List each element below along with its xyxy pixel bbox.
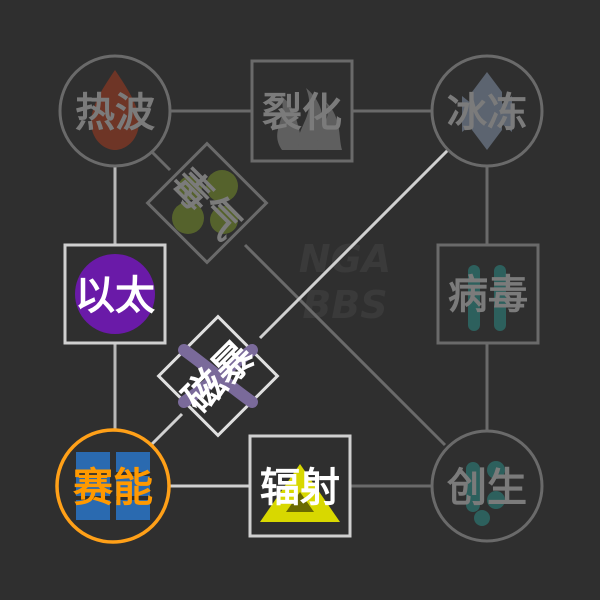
- link-toxic-genesis: [243, 243, 447, 447]
- watermark-line-2: BBS: [302, 283, 387, 327]
- watermark: NGA BBS: [299, 237, 391, 327]
- flame-wisps-icon: [277, 88, 342, 150]
- node-radiation-label: 辐射: [260, 465, 340, 511]
- ether-circle-icon: [75, 254, 155, 334]
- node-virus-frame: [436, 243, 540, 345]
- node-heatwave[interactable]: 热波: [58, 54, 172, 168]
- node-ether[interactable]: 以太: [63, 243, 167, 345]
- node-synergy-label: 赛能: [73, 465, 153, 511]
- node-fission[interactable]: 裂化: [250, 59, 354, 163]
- virus-bars-icon: [468, 265, 506, 331]
- node-genesis-frame: [430, 429, 544, 543]
- node-genesis-label: 创生: [447, 465, 527, 511]
- node-toxic-gas-frame: [145, 141, 269, 265]
- node-freeze[interactable]: 冰冻: [430, 54, 544, 168]
- node-heatwave-label: 热波: [75, 90, 155, 136]
- droplet-flame-icon: [91, 70, 139, 150]
- connection-lines: [113, 109, 489, 488]
- link-magstorm-synergy: [148, 412, 184, 448]
- watermark-line-1: NGA: [299, 237, 391, 281]
- radiation-triangle-icon: [260, 464, 340, 522]
- node-fission-label: 裂化: [262, 90, 342, 136]
- node-virus-label: 病毒: [448, 272, 528, 318]
- node-radiation[interactable]: 辐射: [248, 434, 352, 538]
- node-genesis[interactable]: 创生: [430, 429, 544, 543]
- magnetic-x-icon: [178, 344, 258, 408]
- life-cells-icon: [466, 461, 505, 526]
- ice-crystal-icon: [462, 72, 512, 150]
- link-freeze-magstorm: [258, 148, 450, 340]
- energy-bars-icon: [76, 452, 150, 520]
- gas-cloud-icon: [172, 170, 238, 234]
- node-synergy[interactable]: 赛能: [55, 428, 171, 544]
- node-freeze-label: 冰冻: [447, 90, 527, 136]
- node-ether-label: 以太: [75, 273, 155, 319]
- link-heatwave-toxic: [148, 148, 172, 172]
- node-magstorm[interactable]: 磁暴: [156, 314, 280, 438]
- node-virus[interactable]: 病毒: [436, 243, 540, 345]
